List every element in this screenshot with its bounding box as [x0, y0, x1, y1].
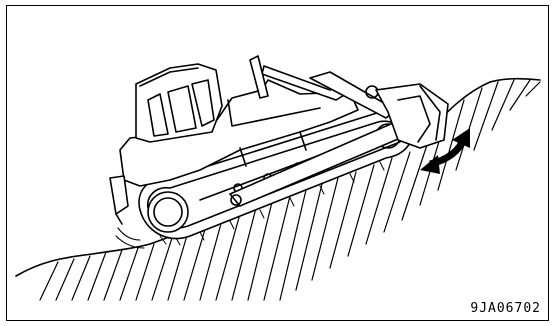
figure-id-label: 9JA06702: [470, 301, 541, 316]
rear-ripper: [110, 176, 128, 224]
operator-cab: [136, 64, 222, 142]
motion-lines: [116, 228, 144, 248]
